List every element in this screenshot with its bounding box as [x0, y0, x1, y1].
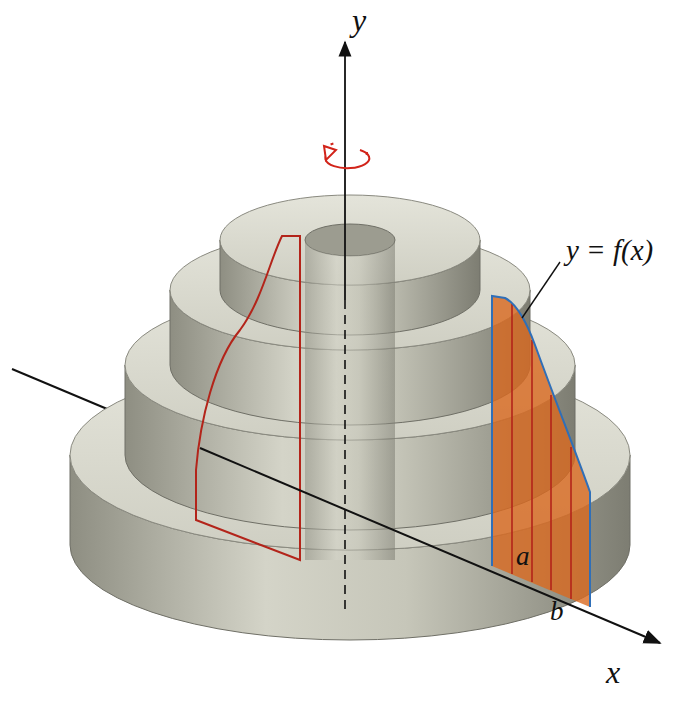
x-axis — [200, 448, 660, 643]
shaded-region — [492, 296, 590, 607]
leader-line — [522, 262, 560, 318]
bound-label: a — [516, 543, 530, 570]
rotated-profile — [196, 236, 300, 560]
y-axis — [344, 42, 346, 300]
tiers — [70, 195, 630, 640]
rotation-symbol — [323, 142, 369, 168]
axis-of-rotation — [344, 300, 346, 610]
curve-label: y = f(x) — [566, 236, 653, 265]
axis-label: y — [352, 4, 366, 36]
bound-label: b — [550, 598, 564, 625]
axis-label: x — [606, 656, 620, 688]
